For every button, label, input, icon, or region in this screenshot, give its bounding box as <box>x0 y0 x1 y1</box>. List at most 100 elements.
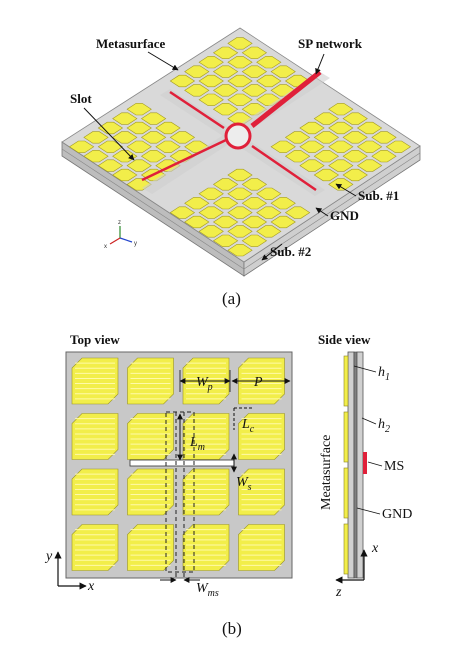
axis-x-label: x <box>104 244 107 250</box>
metasurface-patch <box>328 121 354 135</box>
metasurface-patch <box>198 93 224 106</box>
metasurface-patch <box>198 206 224 219</box>
side-substrate-2 <box>356 351 364 579</box>
label-meatasurface: Meatasurface <box>319 435 334 510</box>
metasurface-patch <box>126 159 152 172</box>
metasurface-patch <box>184 84 210 97</box>
metasurface-patch <box>270 197 296 210</box>
label-sub1: Sub. #1 <box>358 188 399 203</box>
metasurface-patch <box>284 150 311 163</box>
top-axis-x-label: x <box>87 579 95 594</box>
axis-triad-a: z y x <box>104 220 137 250</box>
metasurface-patch <box>371 131 397 144</box>
side-view-title: Side view <box>318 332 371 347</box>
label-sub2: Sub. #2 <box>270 244 311 259</box>
top-view-patch <box>71 357 119 405</box>
side-axis-z-label: z <box>335 585 342 600</box>
metasurface-patch <box>198 225 224 238</box>
metasurface-patch <box>270 215 296 229</box>
side-patch-segment <box>343 467 349 519</box>
side-patch-segment <box>343 523 349 575</box>
metasurface-patch <box>155 121 181 135</box>
metasurface-patch <box>184 197 210 210</box>
metasurface-patch <box>256 187 282 200</box>
metasurface-patch <box>256 56 282 69</box>
metasurface-patch <box>313 131 340 144</box>
metasurface-patch <box>155 140 181 153</box>
label-metasurface: Metasurface <box>96 36 166 51</box>
metasurface-patch <box>227 56 253 69</box>
metasurface-patch <box>212 197 239 210</box>
sub-layer-line-2 <box>243 152 421 270</box>
leader-sub2 <box>261 243 283 261</box>
metasurface-patch <box>328 103 354 116</box>
leader-slot <box>83 107 135 161</box>
top-view-patch <box>71 524 119 571</box>
label-gnd-side: GND <box>382 507 412 522</box>
side-axis-x-label: x <box>371 541 379 556</box>
side-view: h1 h2 MS GND Meatasurface x z <box>319 351 412 600</box>
metasurface-patch <box>198 74 224 88</box>
metasurface-patch <box>212 46 239 59</box>
top-view-patch <box>238 524 285 571</box>
metasurface-patch <box>241 178 268 191</box>
metasurface-patch <box>241 65 268 78</box>
metasurface-patch <box>356 159 383 172</box>
top-view-patch <box>182 468 230 516</box>
metasurface-patch <box>169 74 196 88</box>
metasurface-patch <box>227 206 253 219</box>
metasurface-patch <box>184 65 210 78</box>
metasurface-patch <box>169 206 196 219</box>
metasurface-patch <box>169 131 196 144</box>
leader-sub1 <box>335 183 357 197</box>
label-h2: h2 <box>378 417 390 435</box>
top-view-title: Top view <box>70 332 120 347</box>
metasurface-patch <box>328 140 354 153</box>
leader-sp-network <box>315 53 325 75</box>
metasurface-patch <box>112 168 138 182</box>
leader-h2 <box>361 417 377 425</box>
metasurface-patch <box>126 121 152 135</box>
top-view-patch <box>238 468 285 516</box>
microstrip-dashed <box>165 411 195 578</box>
top-view-patch <box>71 413 119 460</box>
metasurface-patch <box>313 150 340 163</box>
metasurface-patch <box>227 244 253 257</box>
metasurface-patch <box>241 84 268 97</box>
caption-a: (a) <box>222 289 241 308</box>
top-view-patch <box>127 413 174 460</box>
metasurface-patch <box>256 206 282 219</box>
metasurface-patch <box>356 121 383 135</box>
leader-gnd <box>315 207 329 217</box>
metasurface-patch <box>140 131 167 144</box>
leader-metasurface <box>147 51 179 71</box>
metasurface-patch <box>112 112 138 125</box>
side-gnd <box>353 351 358 579</box>
label-wms: Wms <box>196 581 219 599</box>
side-ms-line <box>363 452 367 474</box>
side-metasurface-patches <box>343 355 349 575</box>
metasurface-patch <box>97 121 124 135</box>
metasurface-patch <box>371 150 397 163</box>
sp-network <box>141 70 322 192</box>
metasurface-patch <box>68 140 95 153</box>
metasurface-patch <box>212 84 239 97</box>
label-slot: Slot <box>70 91 92 106</box>
metasurface-patch <box>97 140 124 153</box>
leader-gnd-side <box>356 507 381 515</box>
metasurface-patch <box>299 159 325 172</box>
metasurface-patch <box>299 121 325 135</box>
metasurface-patch <box>284 206 311 219</box>
metasurface-patch <box>342 112 368 125</box>
metasurface-patch <box>126 140 152 153</box>
metasurface-patch <box>342 131 368 144</box>
metasurface-patch <box>241 46 268 59</box>
metasurface-patch <box>126 103 152 116</box>
top-view-slot <box>129 459 235 467</box>
top-view-patch <box>127 524 174 571</box>
metasurface-patch <box>212 65 239 78</box>
sub-layer-line <box>61 148 245 270</box>
metasurface-patch <box>385 140 412 153</box>
label-ws: Ws <box>236 475 252 493</box>
